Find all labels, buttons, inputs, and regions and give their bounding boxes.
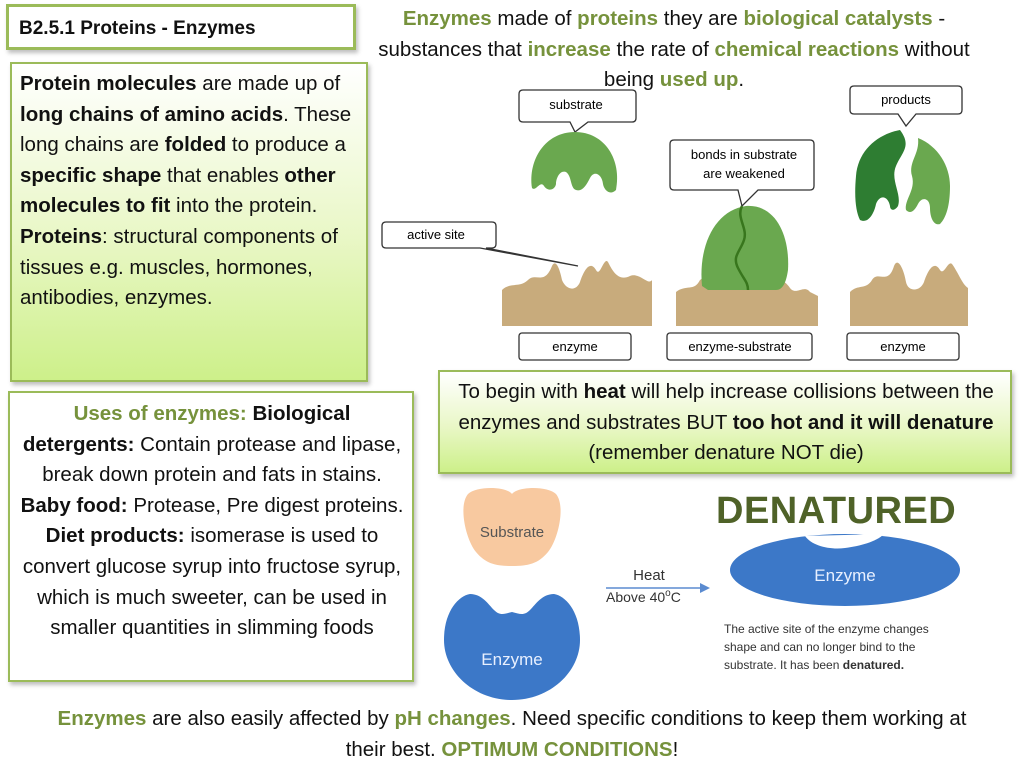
protein-t12: : structural components of tissues e.g. … [20,224,338,310]
uses-t1: Uses of enzymes: [73,402,253,425]
substrate-label: substrate [549,97,602,112]
intro-t8: the rate of [610,37,715,61]
heat-t4: too hot and it will denature [732,410,994,434]
denatured-enzyme-shape [730,534,960,606]
uses-box: Uses of enzymes: Biological detergents: … [8,391,414,682]
denatured-caption-line3-a: substrate. It has been [724,658,843,672]
bottom-t2: are also easily affected by [146,707,395,730]
intro-t10: without being [603,37,970,92]
bottom-t4: . Need specific conditions to keep them … [345,707,967,761]
blue-enzyme-label: Enzyme [481,650,542,669]
uses-t7: isomerase is used to convert glucose syr… [22,524,402,640]
products-label: products [881,92,931,107]
bonds-label-line1: bonds in substrate [691,147,797,162]
degree-superscript: o [665,588,671,599]
products-callout: products [849,85,963,128]
uses-t2: Biological detergents: [22,402,351,456]
bottom-t5: OPTIMUM CONDITIONS [441,737,673,761]
denatured-enzyme-label: Enzyme [814,566,875,585]
lock-and-key-diagram: substrate products bonds in substrate ar… [381,85,968,361]
uses-t5: Protease, Pre digest proteins. [127,493,404,517]
product-left-shape [855,130,906,221]
intro-t11: used up [659,68,739,92]
peach-substrate-shape [463,488,561,566]
intro-t7: increase [527,37,611,61]
enzyme-label-box-1: enzyme [518,332,632,361]
heat-arrow-label: Heat [633,567,666,584]
intro-t1: Enzymes [402,7,492,30]
intro-t2: made of [491,7,578,30]
title-box: B2.5.1 Proteins - Enzymes [6,4,356,50]
active-site-label: active site [407,227,465,242]
substrate-callout: substrate [518,89,637,133]
denatured-caption-line1: The active site of the enzyme changes [724,622,929,636]
intro-t12: . [738,68,745,92]
changed-active-site [805,534,884,549]
celsius-unit: C [671,589,681,605]
enzyme-label-box-2: enzyme [846,332,960,361]
heat-t5: (remember denature NOT die) [588,441,864,465]
substrate-shape [531,132,618,193]
protein-t11: Proteins [20,224,103,248]
denatured-caption-line3-b: denatured. [843,658,904,672]
enzyme-shape-1 [502,260,652,326]
weakened-bond-line [734,205,750,291]
enzyme-substrate-label: enzyme-substrate [688,339,791,354]
protein-t5: folded [164,133,227,157]
denaturing-diagram: Substrate Enzyme Heat Above 40oC Enzyme … [444,488,960,700]
heat-info-text: To begin with heat will help increase co… [446,377,1006,469]
protein-t7: specific shape [20,163,162,187]
bottom-t1: Enzymes [57,707,147,730]
temperature-label: Above 40oC [606,588,681,605]
intro-t9: chemical reactions [714,37,900,61]
denatured-caption-line2: shape and can no longer bind to the [724,640,916,654]
bottom-t3: pH changes [394,707,511,730]
protein-t9: other molecules to fit [20,163,336,218]
blue-enzyme-shape [444,594,580,700]
intro-t6: - substances that [378,7,946,61]
intro-t3: proteins [577,7,659,30]
peach-substrate-label: Substrate [480,524,544,541]
protein-t4: . These long chains are [20,102,352,157]
heat-info-box: To begin with heat will help increase co… [438,370,1012,474]
protein-t2: are made up of [196,72,341,95]
enzyme-shape-3 [850,262,968,326]
denatured-heading: DENATURED [716,490,957,532]
protein-t8: that enables [161,163,285,187]
denatured-caption-line3: substrate. It has been denatured. [724,658,904,672]
protein-t1: Protein molecules [20,72,197,95]
protein-t3: long chains of amino acids [20,102,284,126]
enzyme-substrate-label-box: enzyme-substrate [666,332,813,361]
heat-t1: To begin with [458,380,584,403]
uses-text: Uses of enzymes: Biological detergents: … [16,399,408,644]
intro-t5: biological catalysts [743,7,933,30]
uses-t6: Diet products: [45,524,185,548]
intro-text: Enzymes made of proteins they are biolog… [374,4,974,96]
active-site-callout: active site [381,221,579,267]
temperature-value: Above 40 [606,589,665,605]
heat-t2: heat [583,380,626,403]
protein-t6: to produce a [226,133,346,157]
page-title: B2.5.1 Proteins - Enzymes [19,18,256,39]
bonds-callout: bonds in substrate are weakened [669,139,815,208]
product-right-shape [905,138,950,225]
bottom-text: Enzymes are also easily affected by pH c… [40,704,984,765]
protein-t10: into the protein. [170,194,318,218]
intro-t4: they are [658,7,744,30]
bonds-label-line2: are weakened [703,166,785,181]
bottom-t6: ! [672,737,679,761]
enzyme-label-1: enzyme [552,339,598,354]
uses-t4: Baby food: [20,493,128,517]
protein-info-box: Protein molecules are made up of long ch… [10,62,368,382]
protein-info-text: Protein molecules are made up of long ch… [20,69,360,314]
heat-arrow-head [700,583,710,593]
enzyme-label-2: enzyme [880,339,926,354]
uses-t3: Contain protease and lipase, break down … [42,432,402,487]
heat-t3: will help increase collisions between th… [458,380,994,434]
complex-substrate-shape [701,205,789,290]
